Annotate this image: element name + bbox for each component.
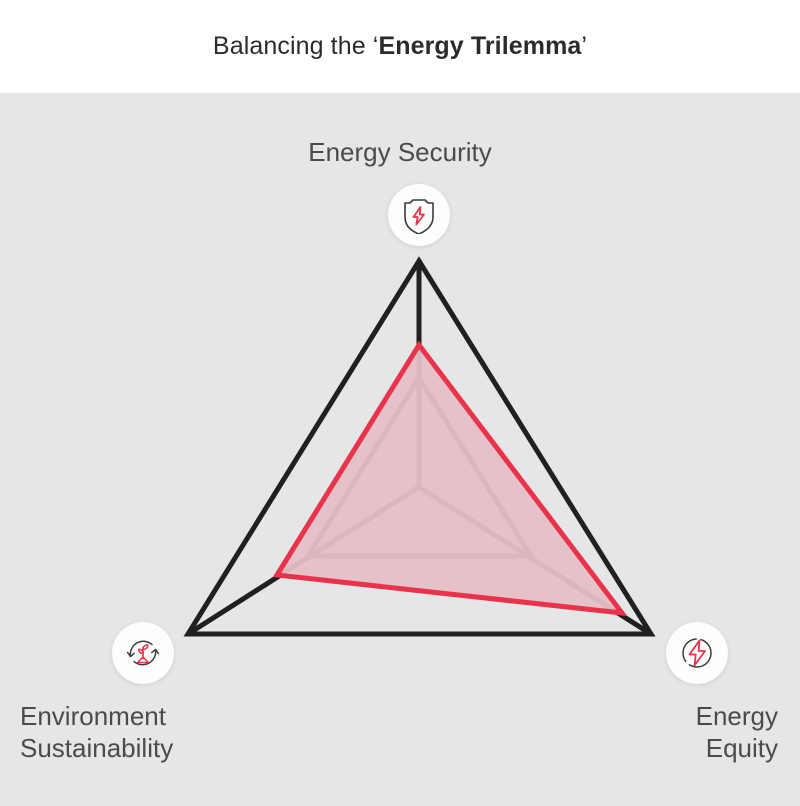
energy-security-icon-badge <box>388 184 450 246</box>
shield-bolt-icon <box>401 196 437 234</box>
page-title-emphasis: Energy Trilemma <box>378 32 582 60</box>
circle-bolt-icon <box>678 634 716 672</box>
energy-equity-icon-badge <box>666 622 728 684</box>
header-band: Balancing the ‘Energy Trilemma’ <box>0 0 800 93</box>
radar-chart <box>183 256 656 637</box>
page-title: Balancing the ‘Energy Trilemma’ <box>213 32 587 61</box>
axis-label-energy-equity: Energy Equity <box>695 701 778 763</box>
series-area-performance <box>272 340 628 617</box>
grid-ring-outer <box>183 256 656 637</box>
chart-panel: Energy Security Environment Sustainabili… <box>0 93 800 806</box>
page-title-suffix: ’ <box>581 32 588 60</box>
environment-sustainability-icon-badge <box>112 622 174 684</box>
axis-label-environment-sustainability: Environment Sustainability <box>20 701 174 763</box>
page-title-prefix: Balancing the ‘ <box>212 32 379 60</box>
recycle-plant-icon <box>124 634 162 672</box>
axis-label-energy-security: Energy Security <box>308 137 492 167</box>
